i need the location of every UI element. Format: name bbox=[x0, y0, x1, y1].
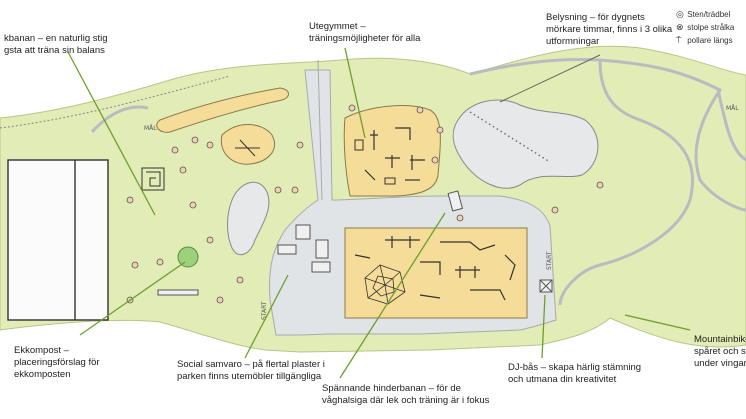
label-balance-trail: kbanan – en naturlig stig gsta att träna… bbox=[4, 33, 108, 57]
outdoor-gym-area bbox=[343, 105, 441, 197]
rock-right bbox=[452, 99, 599, 189]
label-lighting-line2: mörkare timmar, finns i 3 olika bbox=[546, 24, 673, 35]
finish-label-left: MÅL bbox=[144, 125, 157, 132]
label-dj-booth-line2: och utmana din kreativitet bbox=[508, 374, 617, 385]
label-dj-booth-desc: – skapa härlig stämning bbox=[540, 362, 642, 373]
bollard-icon: ⍑ bbox=[676, 35, 682, 45]
legend-item-3-text: pollare längs bbox=[687, 36, 733, 45]
start-label-left: START bbox=[261, 301, 268, 320]
rock-left bbox=[227, 181, 270, 256]
label-social: Social samvaro – på flertal plaster i pa… bbox=[177, 359, 325, 383]
label-oak-compost-title: Ekkompost bbox=[14, 345, 61, 356]
obstacle-course-area bbox=[344, 227, 528, 319]
start-label-right: START bbox=[546, 251, 553, 270]
net-pyramid bbox=[364, 264, 406, 305]
legend-item-2: ⊗ stolpe strålka bbox=[676, 21, 734, 34]
building-left bbox=[7, 159, 109, 321]
label-oak-compost-desc: – bbox=[63, 345, 69, 356]
balance-beam-area bbox=[156, 87, 289, 133]
pointer-lines bbox=[67, 47, 691, 379]
trail-path bbox=[90, 105, 149, 134]
crossed-lamp-icon: ⊗ bbox=[676, 22, 684, 32]
label-lighting-title: Belysning bbox=[546, 12, 588, 23]
mtb-trail bbox=[469, 58, 746, 306]
label-mountainbike-line3: under vingarn bbox=[694, 358, 746, 369]
label-social-desc: – på flertal plaster i bbox=[244, 359, 325, 370]
label-dj-booth: DJ-bås – skapa härlig stämning och utman… bbox=[508, 362, 641, 386]
maze bbox=[141, 167, 165, 191]
tree-dots bbox=[126, 104, 604, 304]
benches bbox=[157, 190, 553, 296]
lighting-legend: ◎ Sten/trädbel ⊗ stolpe strålka ⍑ pollar… bbox=[676, 8, 734, 47]
label-lighting-line3: utformningar bbox=[546, 36, 600, 47]
label-obstacle-course: Spännande hinderbanan – för de våghalsig… bbox=[322, 383, 489, 407]
legend-item-1-text: Sten/trädbel bbox=[687, 10, 731, 19]
label-obstacle-course-title: Spännande hinderbanan bbox=[322, 383, 427, 394]
label-mountainbike: Mountainbike spåret och sk under vingarn bbox=[694, 334, 746, 370]
label-obstacle-course-line2: våghalsiga där lek och träning är i foku… bbox=[322, 395, 490, 406]
legend-item-2-text: stolpe strålka bbox=[687, 23, 735, 32]
legend-item-1: ◎ Sten/trädbel bbox=[676, 8, 734, 21]
label-outdoor-gym: Utegymmet – träningsmöjligheter för alla bbox=[309, 21, 420, 45]
label-social-title: Social samvaro bbox=[177, 359, 242, 370]
label-outdoor-gym-line2: träningsmöjligheter för alla bbox=[309, 33, 421, 44]
label-obstacle-course-desc: – för de bbox=[428, 383, 461, 394]
label-oak-compost-line2: placeringsförslag för bbox=[14, 357, 100, 368]
label-dj-booth-title: DJ-bås bbox=[508, 362, 539, 373]
legend-item-3: ⍑ pollare längs bbox=[676, 34, 734, 47]
label-balance-trail-line2: gsta att träna sin balans bbox=[4, 45, 105, 56]
play-pit bbox=[220, 124, 275, 165]
finish-label-right: MÅL bbox=[726, 105, 739, 112]
label-mountainbike-line2: spåret och sk bbox=[694, 346, 746, 357]
ring-lamp-icon: ◎ bbox=[676, 9, 684, 19]
label-lighting: Belysning – för dygnets mörkare timmar, … bbox=[546, 12, 672, 48]
label-outdoor-gym-title: Utegymmet bbox=[309, 21, 358, 32]
label-balance-trail-desc: – en naturlig stig bbox=[37, 33, 108, 44]
oak-compost bbox=[177, 246, 199, 268]
label-social-line2: parken finns utemöbler tillgängliga bbox=[177, 371, 322, 382]
label-outdoor-gym-desc: – bbox=[360, 21, 366, 32]
label-oak-compost: Ekkompost – placeringsförslag för ekkomp… bbox=[14, 345, 100, 381]
label-lighting-desc: – för dygnets bbox=[589, 12, 645, 23]
label-balance-trail-title: kbanan bbox=[4, 33, 36, 44]
label-oak-compost-line3: ekkomposten bbox=[14, 369, 71, 380]
label-mountainbike-title: Mountainbike bbox=[694, 334, 746, 345]
